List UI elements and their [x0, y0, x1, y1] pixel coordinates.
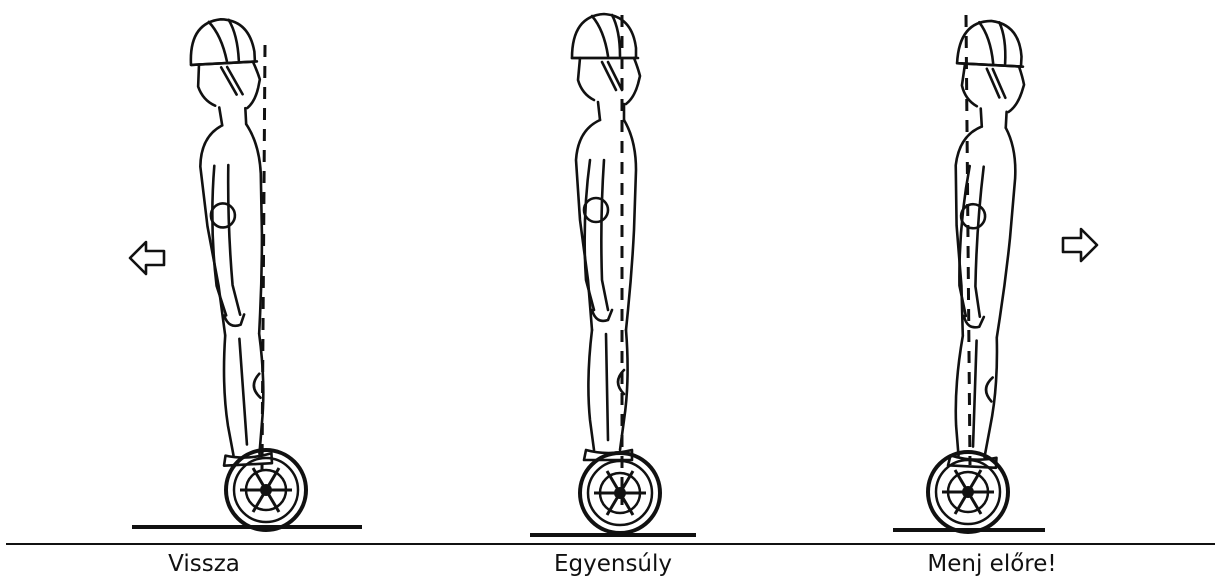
panel-balance — [530, 14, 696, 535]
hoverboard-wheel — [580, 453, 660, 533]
rider-figure — [189, 17, 280, 466]
caption-backward: Vissza — [54, 550, 354, 578]
caption-forward: Menj előre! — [842, 550, 1142, 578]
panel-forward — [893, 15, 1097, 532]
hoverboard-wheel — [928, 452, 1008, 532]
rider-figure — [936, 19, 1027, 468]
hoverboard-posture-diagram — [0, 0, 1215, 545]
arrow-right-icon — [1063, 229, 1097, 261]
arrow-left-icon — [130, 242, 164, 274]
vertical-reference-line — [966, 15, 970, 465]
panel-backward — [130, 17, 362, 530]
hoverboard-wheel — [226, 450, 306, 530]
caption-balance: Egyensúly — [463, 550, 763, 578]
rider-figure — [572, 14, 640, 460]
